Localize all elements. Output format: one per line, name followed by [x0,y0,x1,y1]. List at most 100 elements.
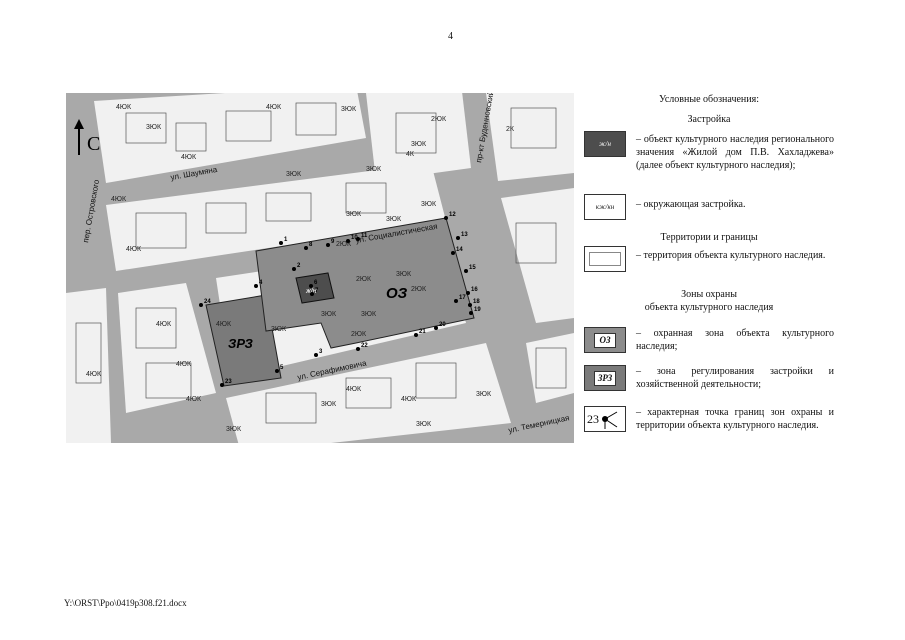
building-label: 4ЮК [111,196,127,203]
building-label: 2ЮК [411,286,427,293]
boundary-point-label: 6 [314,280,318,286]
north-arrowhead-icon [74,119,84,129]
boundary-point-marker [292,267,296,271]
boundary-point-label: 20 [439,322,446,328]
street-temernitskaya: ул. Темерницкая [508,413,571,435]
north-label: С [87,133,100,155]
block-mid-north [106,163,446,271]
legend-surrounding-symbol: кж/кн [584,194,626,220]
building-label: 4ЮК [126,246,142,253]
legend-surrounding-desc: – окружающая застройка. [636,199,746,210]
legend-oz-symbol: ОЗ [584,327,626,353]
block-north-west [94,93,366,183]
building-label: 4ЮК [401,396,417,403]
boundary-point-marker [279,241,283,245]
building-label: 3ЮК [476,391,492,398]
building-label: 4ЮК [186,396,202,403]
legend-oz-text: ОЗ [594,332,616,348]
page-number: 4 [448,31,453,42]
block-north-east [486,93,574,181]
building-label: 2ЮК [336,241,352,248]
block-far-west [66,288,111,443]
boundary-point-label: 18 [473,299,480,305]
boundary-point-label: 15 [469,265,476,271]
boundary-point-label: 7 [315,288,319,294]
boundary-point-marker [451,251,455,255]
boundary-point-label: 16 [471,287,478,293]
legend-object-desc: – объект культурного наследия региональн… [636,134,834,171]
building-label: 3ЮК [361,311,377,318]
legend-section-zones-1: Зоны охраны [681,289,737,300]
boundary-point-label: 12 [449,212,456,218]
boundary-point-label: 22 [361,343,368,349]
boundary-point-label: 11 [361,233,368,239]
boundary-point-label: 1 [284,237,288,243]
building-label: 3ЮК [271,326,287,333]
building-outlines [75,102,567,424]
building-label: 2ЮК [431,116,447,123]
boundary-point-marker [464,269,468,273]
building-label: 3ЮК [321,401,337,408]
boundary-point-marker [254,284,258,288]
building-label: 2ЮК [356,276,372,283]
boundary-point-marker [414,333,418,337]
boundary-point-label: 24 [204,299,211,305]
building-label: 3ЮК [386,216,402,223]
boundary-point-label: 8 [309,242,313,248]
oz-zone [255,217,475,349]
building-label: 3ЮК [416,421,432,428]
boundary-point-marker [469,311,473,315]
boundary-point-marker [454,299,458,303]
legend-section-territories: Территории и границы [660,232,758,243]
building-label: 3ЮК [346,211,362,218]
boundary-point-marker [356,347,360,351]
boundary-point-label: 4 [259,280,263,286]
boundary-point-label: 10 [351,235,358,241]
boundary-point-marker [444,216,448,220]
street-ostrovskogo: пер. Островского [81,178,101,243]
building-label: 4К [406,151,415,158]
block-east [501,188,574,323]
boundary-point-label: 23 [225,379,232,385]
building-label: 3ЮК [341,106,357,113]
boundary-point-marker [275,369,279,373]
legend-zrz-text: ЗРЗ [593,370,617,386]
legend-oz-desc: – охранная зона объекта культурного насл… [636,328,834,352]
zone-label-zrz: ЗРЗ [228,336,254,351]
legend-territory-symbol [584,246,626,272]
boundary-point-label: 19 [474,307,481,313]
zone-label-oz: ОЗ [386,285,408,302]
boundary-point-marker [356,237,360,241]
block-south [226,343,511,443]
building-label: 4ЮК [346,386,362,393]
building-label: 3ЮК [411,141,427,148]
legend-territory-desc: – территория объекта культурного наследи… [636,250,826,261]
legend-zrz-symbol: ЗРЗ [584,365,626,391]
boundary-point-label: 9 [331,239,335,245]
boundary-point-marker [314,353,318,357]
building-label: 4ЮК [181,154,197,161]
legend-section-zones-2: объекта культурного наследия [644,302,774,313]
legend-point-desc: – характерная точка границ зон охраны и … [636,407,834,431]
boundary-point-marker [304,246,308,250]
boundary-point-marker [309,284,313,288]
site-map: ул. Шаумяна пер. Островского пр-кт Буден… [66,93,574,443]
boundary-point-icon [602,411,618,429]
legend-point-number: 23 [587,411,599,426]
block-north-center [366,93,471,181]
boundary-point-marker [346,239,350,243]
building-label: 4ЮК [176,361,192,368]
building-label: 3ЮК [396,271,412,278]
building-label: 4ЮК [266,104,282,111]
boundary-point-marker [466,291,470,295]
building-label: 3ЮК [421,201,437,208]
object-label: ж/н [305,288,317,295]
map-canvas: ул. Шаумяна пер. Островского пр-кт Буден… [66,93,574,443]
boundary-point-marker [468,303,472,307]
building-label: 4ЮК [156,321,172,328]
zrz-zone [205,294,282,387]
building-label: 4ЮК [216,321,232,328]
legend-section-building: Застройка [687,114,731,125]
